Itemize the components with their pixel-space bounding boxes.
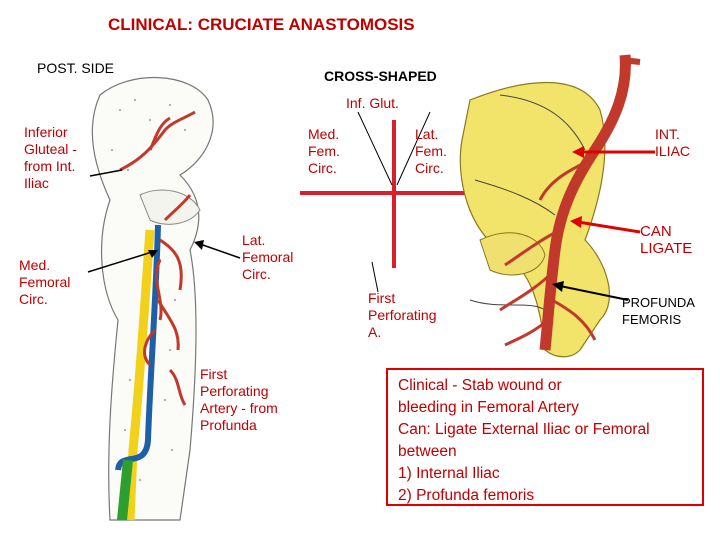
leader-inf-glut-right bbox=[396, 111, 431, 186]
profunda-femoris-label: PROFUNDA FEMORIS bbox=[622, 295, 695, 327]
leader-first-perf bbox=[371, 261, 379, 293]
clinical-line: bleeding in Femoral Artery bbox=[398, 399, 579, 416]
int-iliac-label: INT. ILIAC bbox=[655, 126, 691, 159]
clinical-line: 1) Internal Iliac bbox=[398, 465, 500, 482]
clinical-note-box: Clinical - Stab wound or bleeding in Fem… bbox=[386, 368, 704, 506]
arrow-profunda bbox=[559, 285, 629, 301]
artery-branches bbox=[119, 110, 196, 406]
first-perforating-label: First Perforating Artery - from Profunda bbox=[200, 366, 278, 433]
clinical-line: 2) Profunda femoris bbox=[398, 487, 535, 504]
clinical-line: between bbox=[398, 443, 457, 460]
med-femoral-circ-label: Med. Femoral Circ. bbox=[19, 257, 71, 307]
posterior-hip-illustration bbox=[91, 77, 214, 521]
page-title: CLINICAL: CRUCIATE ANASTOMOSIS bbox=[108, 15, 415, 34]
inferior-gluteal-label: Inferior Gluteal - from Int. Iliac bbox=[24, 124, 77, 191]
lat-femoral-circ-label: Lat. Femoral Circ. bbox=[242, 232, 294, 282]
cross-bottom-label: First Perforating A. bbox=[368, 290, 437, 340]
right-artery-branches bbox=[499, 158, 597, 347]
femur-bone bbox=[459, 82, 610, 358]
sciatic-nerve bbox=[125, 229, 155, 521]
clinical-line: Can: Ligate External Iliac or Femoral bbox=[398, 421, 650, 438]
cross-schematic bbox=[300, 111, 488, 293]
green-structure bbox=[117, 459, 133, 521]
iliac-femoral-artery bbox=[539, 54, 631, 351]
clinical-line: Clinical - Stab wound or bbox=[398, 377, 562, 394]
can-ligate-label: CAN LIGATE bbox=[640, 223, 693, 257]
femoral-head-right bbox=[479, 232, 546, 276]
cross-left-label: Med. Fem. Circ. bbox=[308, 126, 340, 176]
post-side-heading: POST. SIDE bbox=[37, 60, 115, 76]
anterior-femur-illustration bbox=[459, 54, 655, 358]
leader-inf-glut-left bbox=[357, 111, 393, 186]
cross-shaped-heading: CROSS-SHAPED bbox=[324, 68, 437, 84]
arrow-can-ligate bbox=[577, 220, 641, 234]
left-leader-lines bbox=[87, 169, 241, 273]
inf-glut-label: Inf. Glut. bbox=[346, 95, 399, 111]
cross-right-label: Lat. Fem. Circ. bbox=[415, 126, 447, 176]
